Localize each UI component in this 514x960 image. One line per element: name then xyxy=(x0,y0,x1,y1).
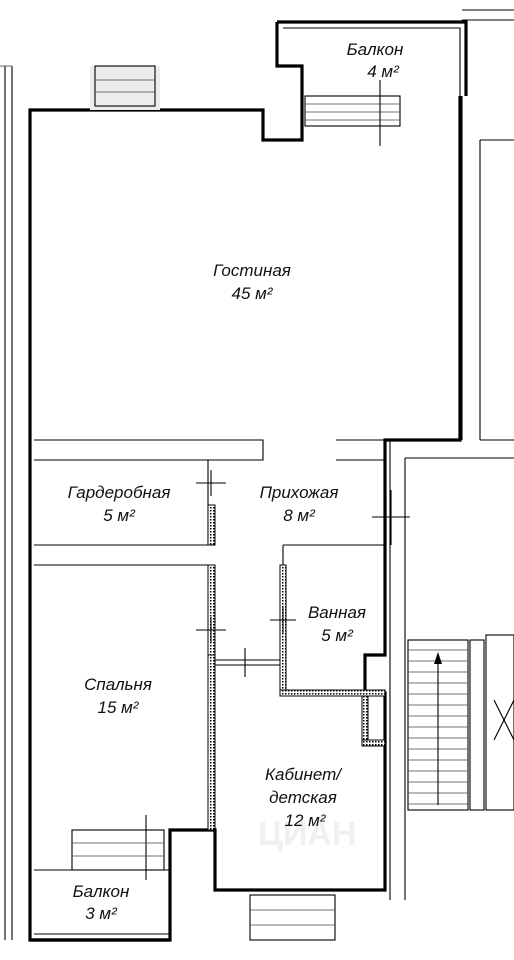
outer-wall xyxy=(28,96,462,942)
bathroom-area: 5 м² xyxy=(321,626,354,645)
balcony-top-shape xyxy=(275,20,468,96)
living-room-area: 45 м² xyxy=(232,284,274,303)
bedroom-name: Спальня xyxy=(84,675,152,694)
study-name: Кабинет/ xyxy=(265,765,343,784)
study-area: 12 м² xyxy=(285,811,327,830)
windows-top xyxy=(90,65,401,146)
hallway-name: Прихожая xyxy=(260,483,339,502)
watermark-text: ЦИАН xyxy=(258,815,356,853)
balcony-top-name: Балкон xyxy=(347,40,404,59)
bathroom-name: Ванная xyxy=(308,603,366,622)
study-name-line2: детская xyxy=(269,788,337,807)
neighbour-left xyxy=(0,65,13,940)
stair-arrow-icon xyxy=(434,652,442,664)
balcony-bottom-shape xyxy=(30,869,170,942)
balcony-bottom-area: 3 м² xyxy=(85,904,118,923)
balcony-top-area: 4 м² xyxy=(367,62,400,81)
neighbour-right xyxy=(389,9,514,900)
living-room-name: Гостиная xyxy=(213,261,291,280)
balcony-bottom-name: Балкон xyxy=(73,882,130,901)
wardrobe-area: 5 м² xyxy=(103,506,136,525)
wardrobe-name: Гардеробная xyxy=(68,483,171,502)
hallway-area: 8 м² xyxy=(283,506,316,525)
interior-walls xyxy=(34,439,386,666)
door-markers xyxy=(145,470,410,880)
bedroom-area: 15 м² xyxy=(98,698,140,717)
staircase xyxy=(407,634,514,811)
